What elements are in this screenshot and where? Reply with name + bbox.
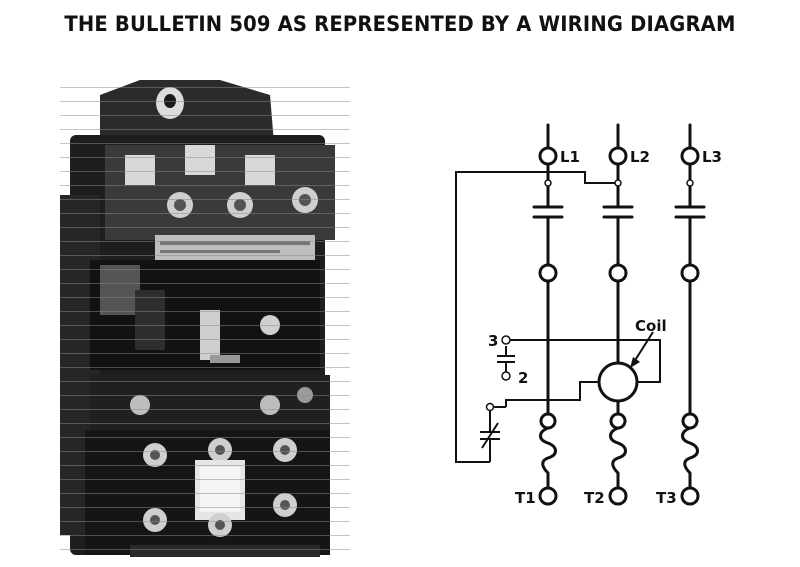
wiring-diagram: L1 L2 L3 T1 T2 T3 Coil 3 2 (455, 123, 722, 507)
control-wire-left (455, 171, 548, 463)
label-l1: L1 (560, 148, 580, 166)
control-wire-coil-right (503, 339, 661, 383)
label-coil: Coil (635, 317, 667, 335)
coil-icon (597, 361, 639, 403)
label-l2: L2 (630, 148, 650, 166)
label-t3: T3 (656, 489, 677, 507)
contactor-photo (60, 75, 350, 560)
label-t2: T2 (584, 489, 605, 507)
overload-heater-icon (539, 412, 699, 475)
control-wire-l2 (548, 171, 618, 184)
label-aux-2: 2 (518, 369, 528, 387)
coil-arrow-icon (630, 357, 640, 368)
control-wire-coil-left (505, 381, 598, 407)
label-l3: L3 (702, 148, 722, 166)
page-title: THE BULLETIN 509 AS REPRESENTED BY A WIR… (64, 12, 736, 36)
label-aux-3: 3 (488, 332, 498, 350)
label-t1: T1 (515, 489, 536, 507)
